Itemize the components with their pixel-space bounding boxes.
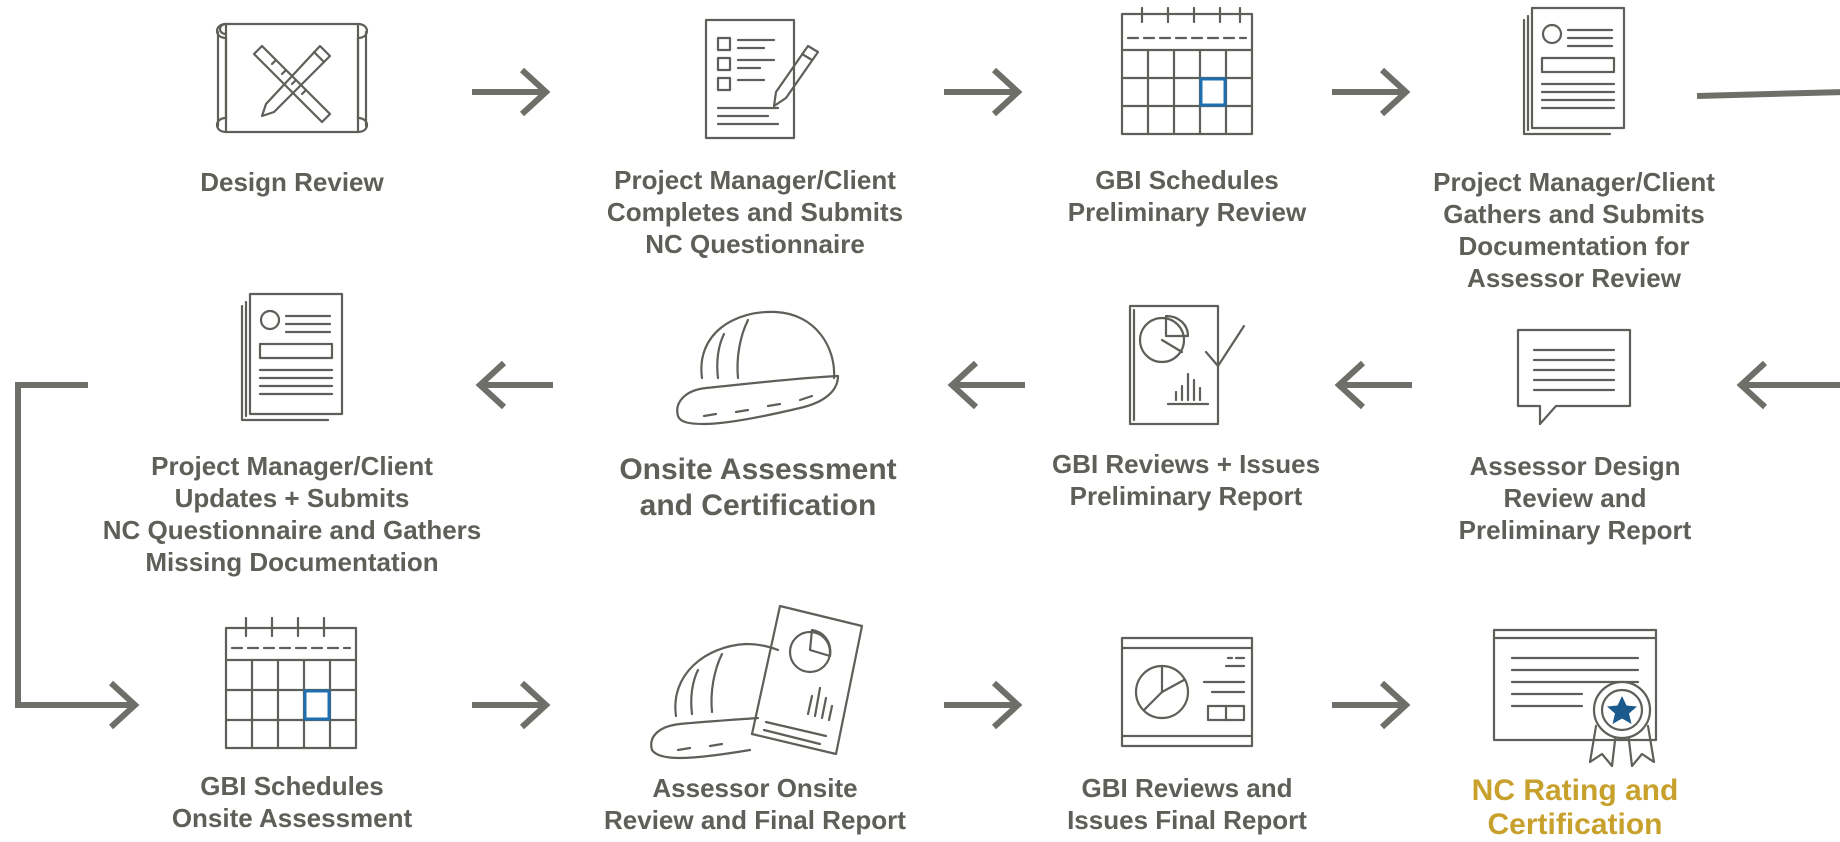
- step-label: Project Manager/Client Updates + Submits…: [102, 451, 482, 577]
- hard-hat-report-icon: [650, 604, 864, 760]
- step-label: GBI Schedules Onsite Assessment: [171, 771, 413, 833]
- documents-icon: [240, 292, 344, 422]
- step-label: Onsite Assessment and Certification: [619, 453, 897, 522]
- step-label: GBI Reviews + Issues Preliminary Report: [1051, 449, 1321, 511]
- calendar-icon: [224, 616, 358, 750]
- blueprint-icon: [215, 22, 369, 134]
- connector-4-5: [1696, 89, 1840, 410]
- documents-icon: [1522, 6, 1626, 136]
- checklist-pencil-icon: [704, 18, 820, 140]
- arrow-right-2-3: [944, 67, 1023, 117]
- dashboard-report-icon: [1120, 636, 1254, 748]
- arrow-left-6-7: [947, 360, 1025, 410]
- step-label: Assessor Onsite Review and Final Report: [604, 773, 906, 835]
- connector-8-9: [15, 382, 140, 730]
- hard-hat-icon: [676, 310, 840, 426]
- arrow-right-1-2: [472, 67, 551, 117]
- report-checkmark-icon: [1128, 304, 1246, 426]
- calendar-icon: [1120, 6, 1254, 136]
- certificate-icon: [1492, 628, 1658, 768]
- arrow-left-7-8: [475, 360, 553, 410]
- arrow-right-3-4: [1332, 67, 1411, 117]
- arrow-right-9-10: [472, 680, 551, 730]
- step-label: Design Review: [200, 167, 384, 197]
- step-label: Project Manager/Client Gathers and Submi…: [1433, 167, 1715, 293]
- speech-bubble-icon: [1516, 328, 1632, 426]
- step-label: GBI Schedules Preliminary Review: [1067, 165, 1307, 227]
- arrow-right-11-12: [1332, 680, 1411, 730]
- arrow-right-10-11: [944, 680, 1023, 730]
- step-label: Project Manager/Client Completes and Sub…: [606, 165, 904, 259]
- step-label: Assessor Design Review and Preliminary R…: [1458, 451, 1692, 545]
- step-label: GBI Reviews and Issues Final Report: [1067, 773, 1307, 835]
- step-label-final: NC Rating and Certification: [1471, 774, 1679, 841]
- arrow-left-5-6: [1334, 360, 1412, 410]
